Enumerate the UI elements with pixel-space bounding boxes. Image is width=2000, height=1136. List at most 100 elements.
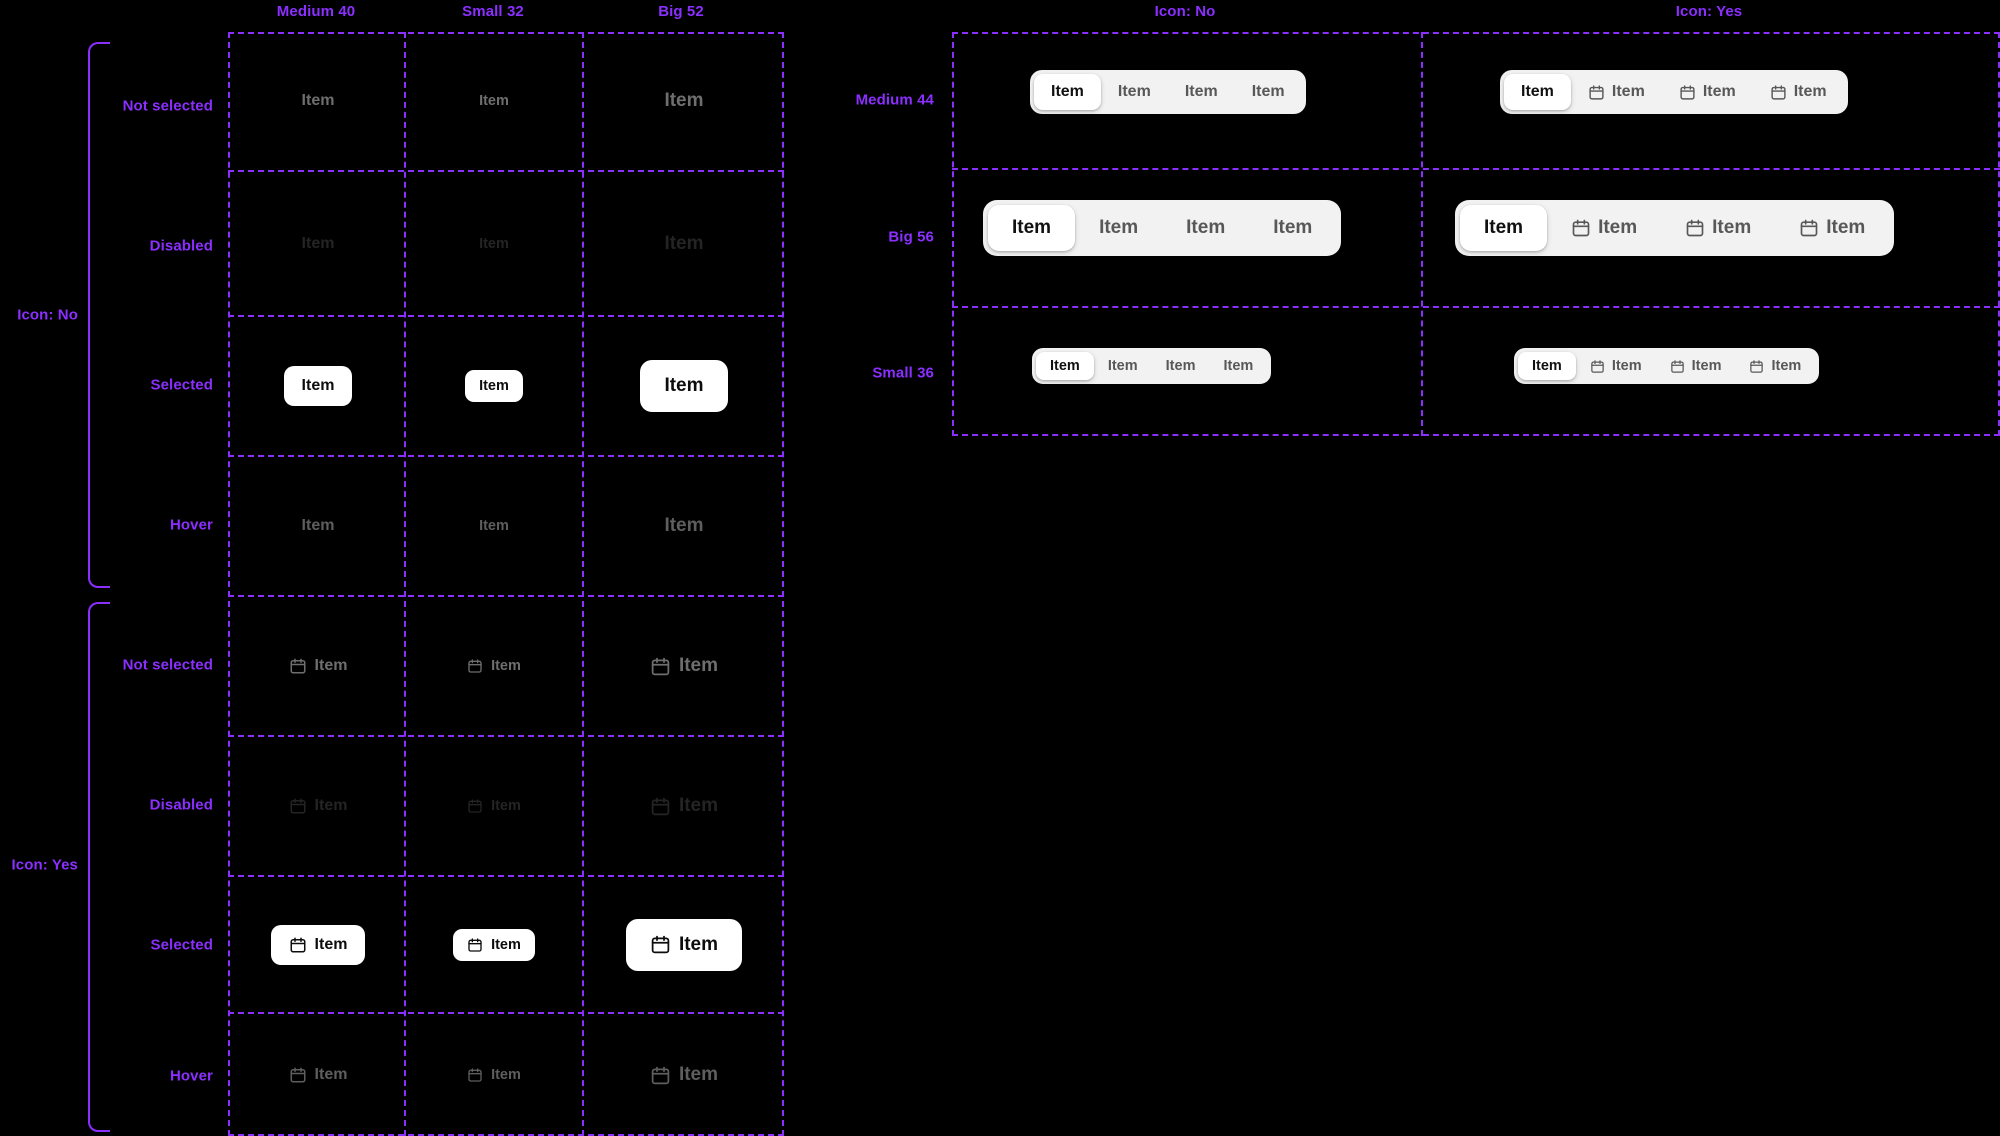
segment-item-hover[interactable]: Item	[640, 500, 727, 552]
segment-item-disabled[interactable]: Item	[465, 228, 523, 260]
segment-item-label: Item	[664, 90, 704, 111]
segment-option[interactable]: Item	[1075, 205, 1162, 251]
row-label-hover-1: Hover	[169, 1067, 213, 1085]
segment-option[interactable]: Item	[1571, 74, 1662, 110]
segment-option-selected[interactable]: Item	[1034, 74, 1101, 110]
segment-option-selected[interactable]: Item	[1518, 352, 1576, 380]
segment-item-disabled[interactable]: Item	[640, 218, 727, 270]
matrix-cell: Item	[584, 877, 784, 1012]
segment-item-notselected[interactable]: Item	[271, 646, 366, 686]
matrix-cell: Item	[230, 32, 406, 170]
segment-item-selected[interactable]: Item	[283, 366, 353, 406]
segment-option[interactable]: Item	[1101, 74, 1168, 110]
calendar-icon	[1590, 359, 1605, 374]
segment-item-hover[interactable]: Item	[284, 506, 353, 546]
segment-item-selected[interactable]: Item	[640, 360, 728, 412]
segment-option[interactable]: Item	[1547, 205, 1661, 251]
matrix-cell: Item	[584, 737, 784, 875]
matrix-cell: Item	[584, 1014, 784, 1136]
matrix-cell: Item	[584, 317, 784, 455]
segment-item-selected[interactable]: Item	[453, 928, 535, 961]
segment-option-label: Item	[1484, 217, 1524, 238]
matrix-cell: Item	[406, 877, 582, 1012]
left-grid-row-sep-5	[228, 735, 784, 737]
right-row-label-medium-44: Medium 44	[855, 91, 934, 109]
matrix-cell: Item	[230, 317, 406, 455]
segment-item-notselected[interactable]: Item	[453, 650, 535, 682]
segment-option[interactable]: Item	[1662, 74, 1753, 110]
calendar-icon	[650, 934, 671, 955]
segment-item-disabled[interactable]: Item	[284, 224, 353, 264]
segment-option-label: Item	[1793, 83, 1827, 100]
calendar-icon	[1749, 359, 1764, 374]
segment-item-notselected[interactable]: Item	[626, 640, 742, 692]
segment-item-label: Item	[678, 795, 719, 816]
segment-option-selected[interactable]: Item	[1504, 74, 1571, 110]
segment-option-label: Item	[1611, 358, 1642, 374]
segment-item-hover[interactable]: Item	[271, 1055, 366, 1095]
segment-option[interactable]: Item	[1735, 352, 1815, 380]
group-label-icon-yes: Icon: Yes	[11, 856, 78, 874]
calendar-icon	[1670, 359, 1685, 374]
segment-option[interactable]: Item	[1168, 74, 1235, 110]
segment-item-disabled[interactable]: Item	[453, 790, 535, 822]
segment-item-selected[interactable]: Item	[465, 370, 523, 402]
segment-option[interactable]: Item	[1775, 205, 1889, 251]
segment-option[interactable]: Item	[1576, 352, 1656, 380]
segment-option-label: Item	[1223, 358, 1254, 374]
row-label-selected-0: Selected	[150, 376, 213, 394]
segment-item-selected[interactable]: Item	[625, 918, 743, 971]
matrix-cell: Item	[230, 172, 406, 315]
matrix-cell: Item	[406, 317, 582, 455]
segment-option[interactable]: Item	[1162, 205, 1249, 251]
segment-item-label: Item	[678, 1064, 719, 1085]
segment-item-notselected[interactable]: Item	[284, 81, 353, 121]
segment-option[interactable]: Item	[1152, 352, 1210, 380]
group-bracket-icon-yes	[88, 602, 110, 1132]
segment-item-hover[interactable]: Item	[465, 510, 523, 542]
segment-option[interactable]: Item	[1753, 74, 1844, 110]
calendar-icon	[1685, 218, 1705, 238]
segment-item-hover[interactable]: Item	[626, 1049, 742, 1101]
calendar-icon	[467, 658, 483, 674]
segment-option-label: Item	[1050, 358, 1080, 374]
segment-option[interactable]: Item	[1094, 352, 1152, 380]
matrix-cell: Item	[406, 737, 582, 875]
matrix-cell: Item	[406, 32, 582, 170]
segment-item-label: Item	[314, 935, 348, 953]
segment-option-label: Item	[1099, 217, 1139, 238]
calendar-icon	[289, 936, 307, 954]
segment-option[interactable]: Item	[1661, 205, 1775, 251]
matrix-cell: Item	[230, 457, 406, 595]
segment-option[interactable]: Item	[1656, 352, 1736, 380]
segment-option-selected[interactable]: Item	[988, 205, 1076, 251]
segment-item-label: Item	[314, 1066, 348, 1083]
segment-option[interactable]: Item	[1235, 74, 1302, 110]
segment-item-notselected[interactable]: Item	[465, 85, 523, 117]
segment-item-hover[interactable]: Item	[453, 1059, 535, 1091]
segment-item-selected[interactable]: Item	[270, 924, 366, 965]
segment-option[interactable]: Item	[1249, 205, 1336, 251]
segment-option-selected[interactable]: Item	[1036, 352, 1094, 380]
segment-option-label: Item	[1186, 217, 1226, 238]
segmented-control[interactable]: Item Item Item Item	[983, 200, 1342, 256]
matrix-cell: Item	[406, 1014, 582, 1136]
segment-item-disabled[interactable]: Item	[626, 780, 742, 832]
segment-option-label: Item	[1117, 83, 1151, 100]
segment-item-notselected[interactable]: Item	[640, 75, 727, 127]
segment-item-disabled[interactable]: Item	[271, 786, 366, 826]
calendar-icon	[650, 1065, 671, 1086]
segment-option-selected[interactable]: Item	[1460, 205, 1548, 251]
segment-option[interactable]: Item	[1209, 352, 1267, 380]
segment-item-label: Item	[314, 797, 348, 814]
row-label-disabled-1: Disabled	[149, 796, 213, 814]
column-header-small-32: Small 32	[462, 3, 524, 20]
segment-option-label: Item	[1051, 83, 1084, 100]
calendar-icon	[467, 1067, 483, 1083]
